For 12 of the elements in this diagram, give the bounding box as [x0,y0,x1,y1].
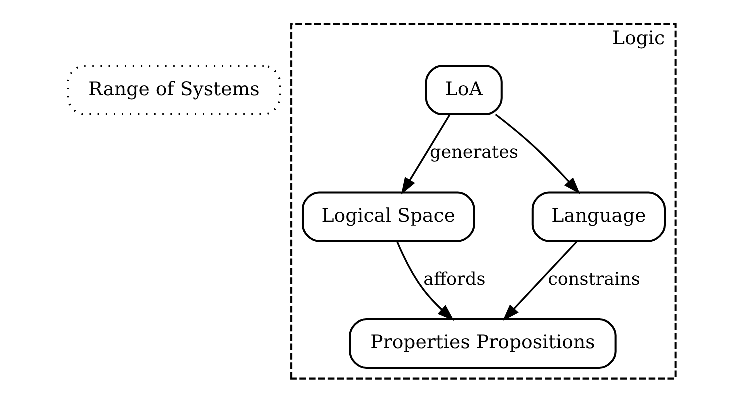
node-box: Logical Space [302,192,476,242]
arrow [502,241,578,322]
node-box: Language [532,192,666,242]
node-box: LoA [425,64,503,116]
arrow [495,114,580,194]
edge-label: constrains [548,270,640,290]
node-box: Properties Propositions [349,318,617,370]
arrow [396,241,454,322]
arrow [401,114,451,195]
node-box: Range of Systems [67,64,282,116]
edge-label: affords [424,270,486,290]
edge-label: generates [430,143,518,164]
